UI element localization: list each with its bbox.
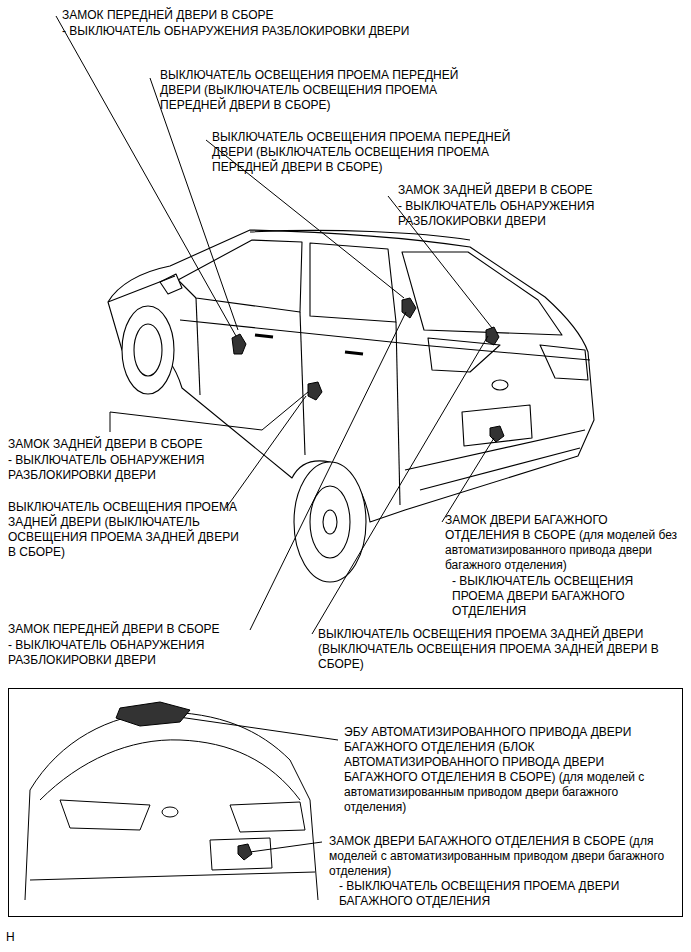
part-label: - ВЫКЛЮЧАТЕЛЬ ОБНАРУЖЕНИЯ РАЗБЛОКИРОВКИ … <box>62 24 482 39</box>
part-label: H <box>6 930 36 945</box>
part-label: ЗАМОК ПЕРЕДНЕЙ ДВЕРИ В СБОРЕ <box>62 8 482 23</box>
part-label: ВЫКЛЮЧАТЕЛЬ ОСВЕЩЕНИЯ ПРОЕМА ЗАДНЕЙ ДВЕР… <box>318 627 686 672</box>
part-label: - ВЫКЛЮЧАТЕЛЬ ОСВЕЩЕНИЯ ПРОЕМА ДВЕРИ БАГ… <box>452 574 684 619</box>
part-label: - ВЫКЛЮЧАТЕЛЬ ОБНАРУЖЕНИЯ РАЗБЛОКИРОВКИ … <box>8 638 278 668</box>
part-label: ЗАМОК ЗАДНЕЙ ДВЕРИ В СБОРЕ <box>398 183 683 198</box>
inset-label: - ВЫКЛЮЧАТЕЛЬ ОСВЕЩЕНИЯ ПРОЕМА ДВЕРИ БАГ… <box>339 879 674 909</box>
part-label: - ВЫКЛЮЧАТЕЛЬ ОБНАРУЖЕНИЯ РАЗБЛОКИРОВКИ … <box>398 199 683 229</box>
inset-frame: ЭБУ АВТОМАТИЗИРОВАННОГО ПРИВОДА ДВЕРИ БА… <box>8 688 683 917</box>
part-label: ЗАМОК ПЕРЕДНЕЙ ДВЕРИ В СБОРЕ <box>8 622 258 637</box>
part-label: ВЫКЛЮЧАТЕЛЬ ОСВЕЩЕНИЯ ПРОЕМА ПЕРЕДНЕЙ ДВ… <box>160 68 500 113</box>
inset-label: ЭБУ АВТОМАТИЗИРОВАННОГО ПРИВОДА ДВЕРИ БА… <box>344 725 674 815</box>
part-label: ЗАМОК ДВЕРИ БАГАЖНОГО ОТДЕЛЕНИЯ В СБОРЕ … <box>445 513 683 573</box>
part-label: ВЫКЛЮЧАТЕЛЬ ОСВЕЩЕНИЯ ПРОЕМА ПЕРЕДНЕЙ ДВ… <box>212 130 552 175</box>
part-label: ЗАМОК ЗАДНЕЙ ДВЕРИ В СБОРЕ <box>8 437 268 452</box>
part-label: ВЫКЛЮЧАТЕЛЬ ОСВЕЩЕНИЯ ПРОЕМА ЗАДНЕЙ ДВЕР… <box>8 500 240 560</box>
part-label: - ВЫКЛЮЧАТЕЛЬ ОБНАРУЖЕНИЯ РАЗБЛОКИРОВКИ … <box>8 453 268 483</box>
inset-label: ЗАМОК ДВЕРИ БАГАЖНОГО ОТДЕЛЕНИЯ В СБОРЕ … <box>329 834 674 879</box>
